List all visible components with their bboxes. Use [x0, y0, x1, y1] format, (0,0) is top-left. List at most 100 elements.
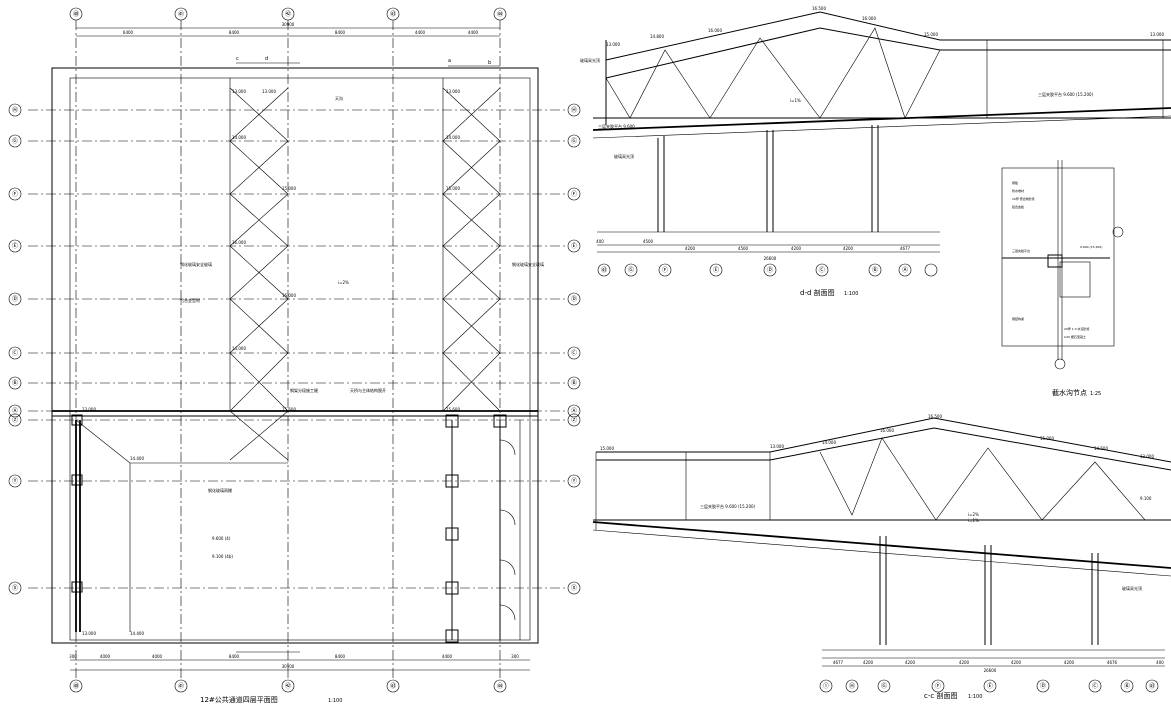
dimension-label: 400 — [596, 239, 604, 244]
axis-label: Ⓖ — [12, 137, 18, 145]
annotation: 防水卷材 — [1012, 188, 1024, 193]
plan-truss-bracing — [75, 87, 501, 632]
dimension-label: 4200 — [843, 246, 854, 251]
elevation: 16.500 — [928, 414, 942, 419]
plan-annotations: 钢化玻璃安全玻璃 钢化玻璃安全玻璃 铝合金型材 钢架分段施工缝 天桥与主体结构脱… — [180, 95, 544, 559]
dimension-label: 8400 — [229, 654, 240, 659]
cc-scale: 1:100 — [968, 694, 982, 700]
plan-side-bubbles — [8, 103, 581, 595]
axis-label: Ⓗ — [849, 682, 855, 690]
annotation: 三层夹胶平台 9.600 (15.200) — [1038, 91, 1094, 97]
section-mark-b: b — [488, 60, 491, 66]
annotation: 天沟 — [335, 95, 343, 101]
axis-label: Ⓖ — [881, 682, 887, 690]
elevation: 14.000 — [232, 135, 246, 140]
dimension-label: 4500 — [643, 239, 654, 244]
axis-label: ㊸ — [390, 10, 396, 18]
elevation: 15.000 — [1040, 436, 1054, 441]
annotation: 玻璃采光顶 — [1122, 585, 1142, 591]
axis-label: Ⓒ — [12, 349, 18, 357]
annotation: 钢架分段施工缝 — [290, 387, 318, 393]
axis-label: ㊶ — [178, 682, 184, 690]
annotation: 铝合金板 — [1012, 204, 1024, 209]
elevation: 13.000 — [770, 444, 784, 449]
annotation: 玻璃采光顶 — [614, 153, 634, 159]
axis-label: Ⓔ — [713, 266, 719, 274]
plan-outline — [51, 67, 539, 644]
elevation: 16.500 — [812, 6, 826, 11]
dimension-total: 30900 — [282, 22, 295, 27]
plan-inner-outline — [69, 77, 531, 641]
annotation: 20厚 聚合物砂浆 — [1012, 196, 1035, 201]
annotation: i=2% — [338, 280, 349, 285]
axis-label: Ⓨ — [571, 477, 577, 485]
cc-axis-bubbles — [819, 679, 1159, 693]
axis-label: Ⓕ — [935, 682, 941, 690]
plan-bottom-dimension-labels: 300 4000 4000 8400 8400 4400 300 30900 — [69, 654, 519, 669]
dimension-label: 4200 — [959, 660, 970, 665]
cc-elevations: 15.000 16.000 16.500 15.000 14.500 14.00… — [600, 414, 1154, 459]
annotation: i=2% — [968, 512, 979, 517]
axis-label: Ⓐ — [571, 407, 577, 415]
axis-label: Ⓩ — [12, 416, 18, 424]
axis-label: ㊵ — [73, 10, 79, 18]
axis-label: Ⓓ — [571, 295, 577, 303]
axis-label: Ⓗ — [12, 106, 18, 114]
dd-axis-bubbles — [597, 263, 938, 277]
elevation: 15.000 — [600, 446, 614, 451]
cc-dimensions: 4677 4200 4200 4200 4200 4200 4676 400 2… — [833, 660, 1164, 673]
annotation: 9.600 (4) — [212, 536, 231, 541]
dimension-total: 26600 — [764, 256, 777, 261]
dimension-label: 8400 — [335, 654, 346, 659]
annotation: 三层夹胶平台 9.600 — [598, 123, 635, 129]
axis-label: Ⓩ — [571, 416, 577, 424]
axis-label: Ⓧ — [12, 584, 18, 592]
annotation: i=1% — [968, 518, 979, 523]
dimension-label: 4400 — [468, 30, 479, 35]
cc-annotations: 三层夹胶平台 9.600 (15.200) i=2% i=1% 玻璃采光顶 9.… — [700, 496, 1152, 591]
axis-label: Ⓑ — [872, 266, 878, 274]
cc-axis-labels: Ⓘ Ⓗ Ⓖ Ⓕ Ⓔ Ⓓ Ⓒ Ⓑ ㊸ — [823, 682, 1155, 690]
annotation: 9.600 (15.200) — [1080, 245, 1102, 249]
elevation: 13.000 — [446, 89, 460, 94]
annotation: i=1% — [790, 98, 801, 103]
axis-label: Ⓓ — [1040, 682, 1046, 690]
elevation: 14.400 — [130, 631, 144, 636]
dimension-label: 4000 — [152, 654, 163, 659]
elevation: 14.000 — [232, 346, 246, 351]
dimension-label: 4200 — [863, 660, 874, 665]
axis-label: ㊸ — [1149, 682, 1155, 690]
axis-label: ㊹ — [497, 682, 503, 690]
axis-label: Ⓕ — [662, 266, 668, 274]
axis-label: Ⓔ — [571, 242, 577, 250]
plan-section-marks: c d a b — [236, 56, 500, 653]
axis-label: Ⓒ — [1092, 682, 1098, 690]
dd-title: d-d 剖面图 — [800, 288, 835, 297]
section-mark-d: d — [265, 56, 268, 62]
elevation: 13.000 — [82, 631, 96, 636]
plan-scale: 1:100 — [328, 698, 342, 704]
dimension-label: 4500 — [738, 246, 749, 251]
annotation: C20 细石混凝土 — [1064, 334, 1086, 339]
dimension-label: 8400 — [229, 30, 240, 35]
elevation: 14.500 — [1094, 446, 1108, 451]
elevation: 13.000 — [606, 42, 620, 47]
elevation: 13.000 — [82, 407, 96, 412]
axis-label: Ⓑ — [1124, 682, 1130, 690]
elevation: 15.000 — [924, 32, 938, 37]
axis-label: ㊵ — [73, 682, 79, 690]
plan-title: 12#公共通道四层平面图 — [200, 695, 278, 704]
dd-dimensions: 400 4500 4200 4500 4200 4200 4677 26600 — [596, 239, 910, 261]
axis-label: Ⓒ — [819, 266, 825, 274]
elevation: 14.400 — [130, 456, 144, 461]
elevation: 14.000 — [822, 440, 836, 445]
section-mark-c: c — [236, 56, 239, 62]
elevation: 13.000 — [1150, 32, 1164, 37]
elevation: 16.000 — [708, 28, 722, 33]
annotation: 铝合金型材 — [180, 297, 200, 303]
elevation: 13.000 — [232, 89, 246, 94]
axis-label: Ⓑ — [571, 379, 577, 387]
elevation: 15.600 — [282, 407, 296, 412]
elevation: 16.000 — [232, 240, 246, 245]
dimension-label: 4677 — [900, 246, 911, 251]
